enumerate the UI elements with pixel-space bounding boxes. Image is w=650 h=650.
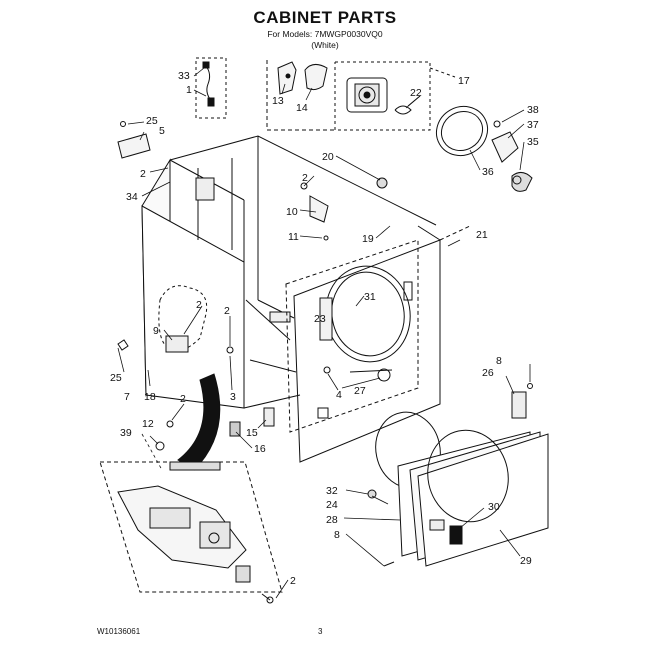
callout-label: 7 <box>124 391 130 403</box>
callout-label: 2 <box>302 172 308 184</box>
door-assembly <box>367 411 549 567</box>
callout-label: 25 <box>110 372 122 384</box>
callout-label: 17 <box>458 75 470 87</box>
callout-label: 23 <box>314 313 326 325</box>
callout-label: 15 <box>246 427 258 439</box>
document-id: W10136061 <box>97 627 141 636</box>
callout-label: 9 <box>153 325 159 337</box>
motor-group-frame <box>266 60 456 131</box>
callout-label: 35 <box>527 136 539 148</box>
bracket-13 <box>277 61 297 95</box>
callout-label: 39 <box>120 427 132 439</box>
callout-label: 19 <box>362 233 374 245</box>
color-variant: (White) <box>311 40 339 50</box>
callout-label: 27 <box>354 385 366 397</box>
page-title: CABINET PARTS <box>253 8 397 27</box>
part-5-plate <box>117 121 151 159</box>
callout-label: 31 <box>364 291 376 303</box>
model-number: For Models: 7MWGP0030VQ0 <box>267 29 383 39</box>
callout-label: 38 <box>527 104 539 116</box>
callout-label: 20 <box>322 151 334 163</box>
callout-labels: 33 1 13 14 17 22 38 37 35 36 25 5 2 34 2… <box>110 70 539 587</box>
callout-label: 2 <box>180 393 186 405</box>
left-panel-cover <box>439 225 471 241</box>
callout-label: 32 <box>326 485 338 497</box>
callout-label: 21 <box>476 229 488 241</box>
drive-belt <box>435 105 489 157</box>
callout-label: 10 <box>286 206 298 218</box>
callout-label: 24 <box>326 499 338 511</box>
callout-label: 2 <box>196 299 202 311</box>
callout-label: 30 <box>488 501 500 513</box>
door-hinge <box>511 383 533 419</box>
callout-label: 36 <box>482 166 494 178</box>
callout-label: 8 <box>334 529 340 541</box>
callout-label: 2 <box>140 168 146 180</box>
callout-label: 34 <box>126 191 138 203</box>
callout-label: 25 <box>146 115 158 127</box>
callout-label: 26 <box>482 367 494 379</box>
exhaust-duct <box>177 373 221 471</box>
bracket-14 <box>304 64 328 91</box>
callout-label: 4 <box>336 389 342 401</box>
callout-label: 2 <box>290 575 296 587</box>
callout-label: 11 <box>288 231 299 243</box>
callout-label: 29 <box>520 555 532 567</box>
callout-label: 3 <box>230 391 236 403</box>
callout-label: 12 <box>142 418 154 430</box>
callout-label: 14 <box>296 102 308 114</box>
callout-label: 22 <box>410 87 422 99</box>
control-module-frame <box>99 461 283 604</box>
cabinet-body <box>141 135 441 463</box>
wire-harness-33 <box>195 57 227 119</box>
callout-label: 13 <box>272 95 284 107</box>
callout-label: 8 <box>496 355 502 367</box>
callout-label: 2 <box>224 305 230 317</box>
callout-label: 1 <box>186 84 192 96</box>
callout-label: 16 <box>254 443 266 455</box>
callout-label: 33 <box>178 70 190 82</box>
idler-pulley-group <box>491 120 533 192</box>
callout-label: 37 <box>527 119 539 131</box>
callout-label: 5 <box>159 125 165 137</box>
small-hardware <box>117 177 388 451</box>
leader-lines <box>117 67 531 599</box>
callout-label: 18 <box>144 391 156 403</box>
callout-label: 28 <box>326 514 338 526</box>
page-number: 3 <box>318 627 323 636</box>
